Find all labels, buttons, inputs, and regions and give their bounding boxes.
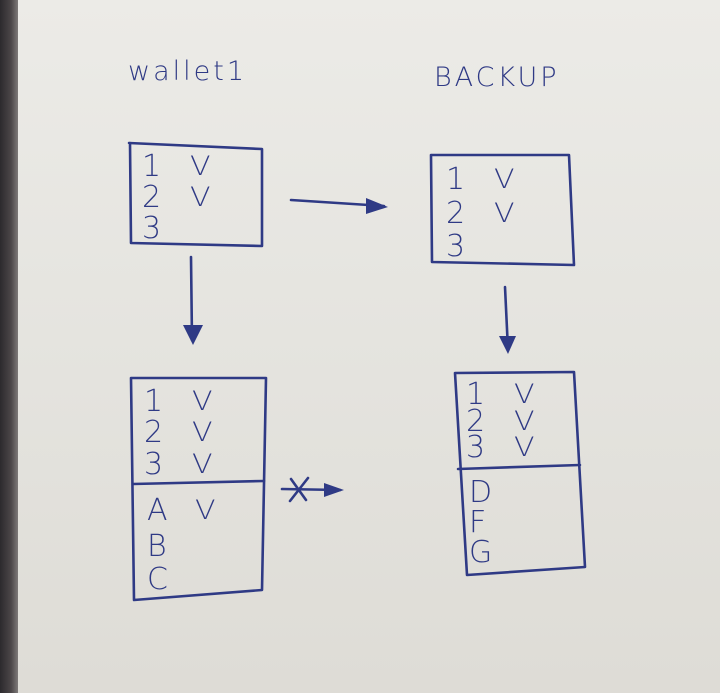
backup-bottom-extra-row: G bbox=[469, 535, 493, 570]
crossed-arrow-x2 bbox=[288, 476, 310, 503]
backup-top-row: 3 bbox=[446, 229, 466, 264]
wallet-top-row: 3 bbox=[142, 211, 162, 246]
arrow-head-down-left bbox=[183, 325, 203, 345]
backup-bottom-extra-row: D bbox=[469, 475, 493, 510]
wallet-bottom-extra-row: C bbox=[147, 562, 168, 597]
arrow-head-down-right bbox=[499, 336, 516, 354]
wallet-bottom-box bbox=[129, 376, 268, 602]
wallet-top-box bbox=[127, 141, 264, 248]
crossed-arrow-head bbox=[324, 483, 344, 497]
desk-edge bbox=[0, 0, 20, 693]
paper-sheet bbox=[18, 0, 720, 693]
arrow-head-right bbox=[366, 198, 388, 214]
backup-bottom-box bbox=[453, 370, 587, 577]
backup-bottom-extra-row: F bbox=[469, 505, 487, 540]
backup-bottom-divider bbox=[456, 463, 582, 471]
wallet-title: wallet1 bbox=[128, 56, 248, 87]
wallet-bottom-extra-row: B bbox=[147, 529, 167, 564]
backup-top-box bbox=[429, 153, 576, 267]
backup-title: BACKUP bbox=[434, 62, 560, 93]
wallet-bottom-divider bbox=[131, 479, 266, 486]
